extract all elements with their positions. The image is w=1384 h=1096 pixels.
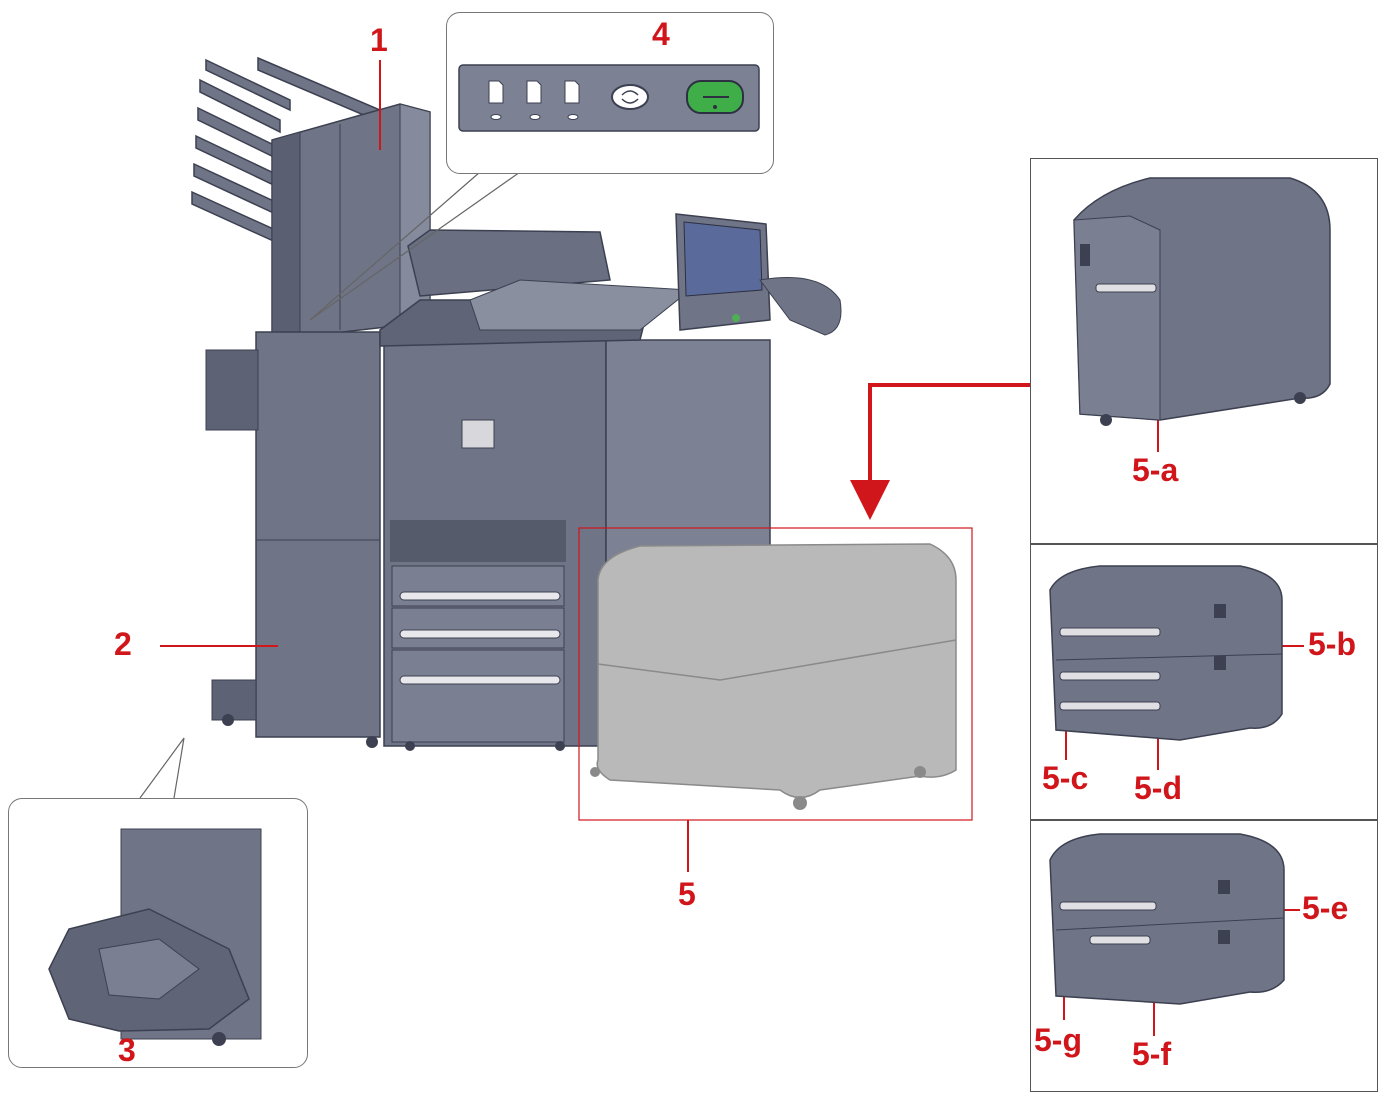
- callout-1: 1: [370, 22, 388, 58]
- main-unit: [383, 331, 771, 751]
- output-trays: [191, 56, 381, 246]
- option-arrow: [850, 383, 1030, 520]
- option-5a-device: [1073, 177, 1331, 426]
- callout-5c: 5-c: [1042, 760, 1089, 796]
- folding-unit-illustration: [48, 828, 262, 1046]
- option-5bcd-device: [1049, 565, 1283, 741]
- option-highlight-frame: [578, 527, 973, 821]
- option-panel-5bcd: [1030, 544, 1378, 820]
- callout-3: 3: [118, 1032, 136, 1068]
- option-panel-5a: [1030, 158, 1378, 544]
- operation-panel: [675, 213, 842, 336]
- option-5efg-device: [1049, 833, 1285, 1005]
- paper-cassette-1: [391, 565, 565, 607]
- paper-icon: [564, 80, 580, 120]
- paper-icon: [488, 80, 504, 120]
- paper-cassette-2: [391, 607, 565, 649]
- callout-5b: 5-b: [1308, 626, 1356, 662]
- callout-5d: 5-d: [1134, 770, 1182, 806]
- start-button-icon: [686, 80, 744, 114]
- paper-cassette-3: [391, 649, 565, 743]
- document-finisher: [205, 331, 381, 748]
- zoom-pointers: [139, 171, 521, 799]
- paper-icon: [526, 80, 542, 120]
- callout-4: 4: [652, 16, 670, 52]
- option-panel-5efg: [1030, 820, 1378, 1092]
- callout-5f: 5-f: [1132, 1036, 1172, 1072]
- callout-5e: 5-e: [1302, 890, 1349, 926]
- callout-5: 5: [678, 876, 696, 912]
- callout-5a: 5-a: [1132, 452, 1179, 488]
- zoom-folding-unit: [8, 798, 308, 1068]
- side-feeder-option: [590, 543, 957, 810]
- cycle-button-icon: [611, 84, 649, 110]
- mailbox-unit: [271, 103, 431, 341]
- callout-5g: 5-g: [1034, 1022, 1082, 1058]
- callout-2: 2: [114, 626, 132, 662]
- control-panel-illustration: [458, 64, 760, 132]
- zoom-control-panel: [446, 12, 774, 174]
- document-processor: [379, 229, 692, 347]
